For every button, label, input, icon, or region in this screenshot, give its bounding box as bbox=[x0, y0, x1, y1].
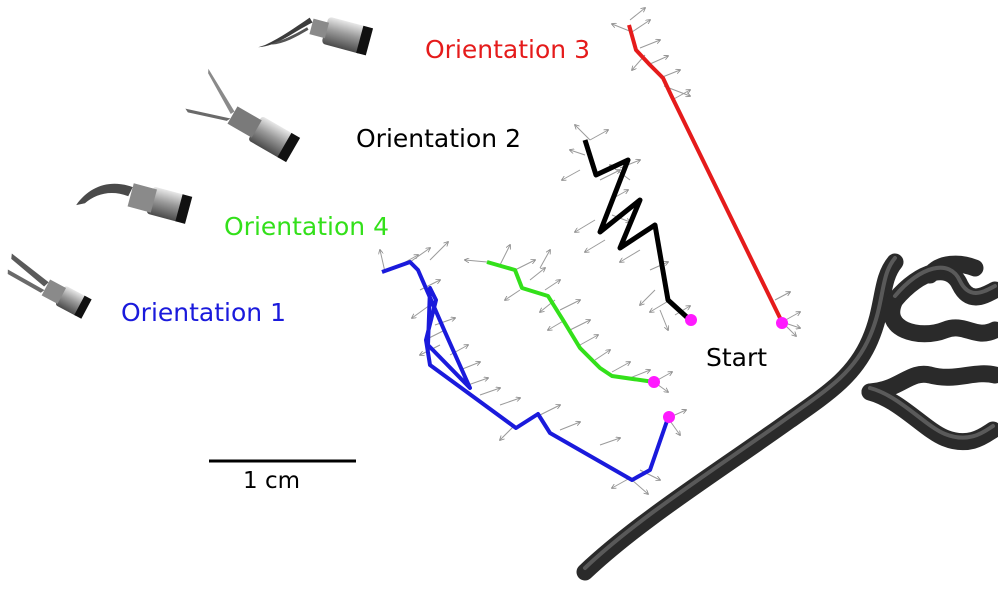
instrument-orientation-2-icon bbox=[185, 68, 301, 163]
orientation-2-label: Orientation 2 bbox=[356, 124, 521, 153]
start-label: Start bbox=[706, 343, 768, 372]
start-marker bbox=[663, 411, 675, 423]
orientation-3-label: Orientation 3 bbox=[425, 35, 590, 64]
trajectory-orientation-4 bbox=[486, 260, 655, 384]
orientation-1-label: Orientation 1 bbox=[121, 298, 286, 327]
scale-bar-label: 1 cm bbox=[243, 468, 300, 494]
start-marker bbox=[776, 317, 788, 329]
orientation-frame-arrows bbox=[380, 8, 800, 494]
trajectory-orientation-1 bbox=[381, 260, 670, 482]
instrument-orientation-4-icon bbox=[76, 183, 193, 224]
instrument-orientation-1-icon bbox=[7, 253, 92, 319]
orientation-4-label: Orientation 4 bbox=[224, 212, 389, 241]
trajectory-orientation-2 bbox=[582, 139, 692, 322]
instrument-orientation-3-icon bbox=[258, 17, 374, 56]
trajectory-orientation-3 bbox=[627, 24, 784, 323]
blood-vessel-model bbox=[576, 253, 998, 581]
start-marker bbox=[648, 376, 660, 388]
start-marker bbox=[685, 314, 697, 326]
